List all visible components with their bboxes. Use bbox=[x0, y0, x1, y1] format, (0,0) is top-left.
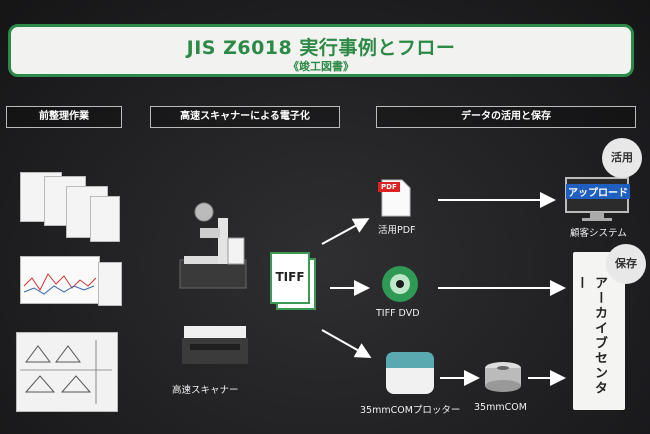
tiff-label: TIFF bbox=[270, 252, 310, 304]
upload-label: アップロード bbox=[566, 184, 630, 199]
page-title: JIS Z6018 実行事例とフロー bbox=[186, 37, 456, 59]
book-scanner-icon bbox=[179, 202, 247, 289]
section-preprocess: 前整理作業 bbox=[6, 106, 122, 128]
high-speed-scanner-icon bbox=[182, 326, 248, 364]
com-film-label: 35mmCOM bbox=[474, 402, 527, 413]
com-plotter-label: 35mmCOMプロッター bbox=[360, 405, 461, 416]
section-utilize: データの活用と保存 bbox=[376, 106, 636, 128]
archive-center-label: アーカイブセンター bbox=[573, 276, 607, 396]
chart-thumbnail bbox=[23, 273, 97, 295]
scanner-label: 高速スキャナー bbox=[172, 385, 239, 396]
dvd-icon bbox=[382, 266, 418, 302]
katsuyou-badge: 活用 bbox=[602, 138, 642, 178]
section-digitize: 高速スキャナーによる電子化 bbox=[150, 106, 340, 128]
pdf-badge: PDF bbox=[378, 182, 400, 192]
film-reel-icon bbox=[485, 362, 521, 392]
monitor-icon bbox=[565, 177, 629, 221]
drawing-thumbnail bbox=[20, 340, 112, 404]
dvd-label: TIFF DVD bbox=[376, 308, 420, 319]
customer-system-label: 顧客システム bbox=[570, 228, 627, 239]
page-subtitle: 《竣工図書》 bbox=[288, 60, 354, 73]
hozon-badge: 保存 bbox=[606, 244, 646, 284]
pdf-label: 活用PDF bbox=[378, 225, 416, 236]
title-banner: JIS Z6018 実行事例とフロー 《竣工図書》 bbox=[8, 24, 634, 77]
tiff-icon: TIFF bbox=[270, 252, 316, 310]
com-plotter-icon bbox=[386, 352, 434, 394]
